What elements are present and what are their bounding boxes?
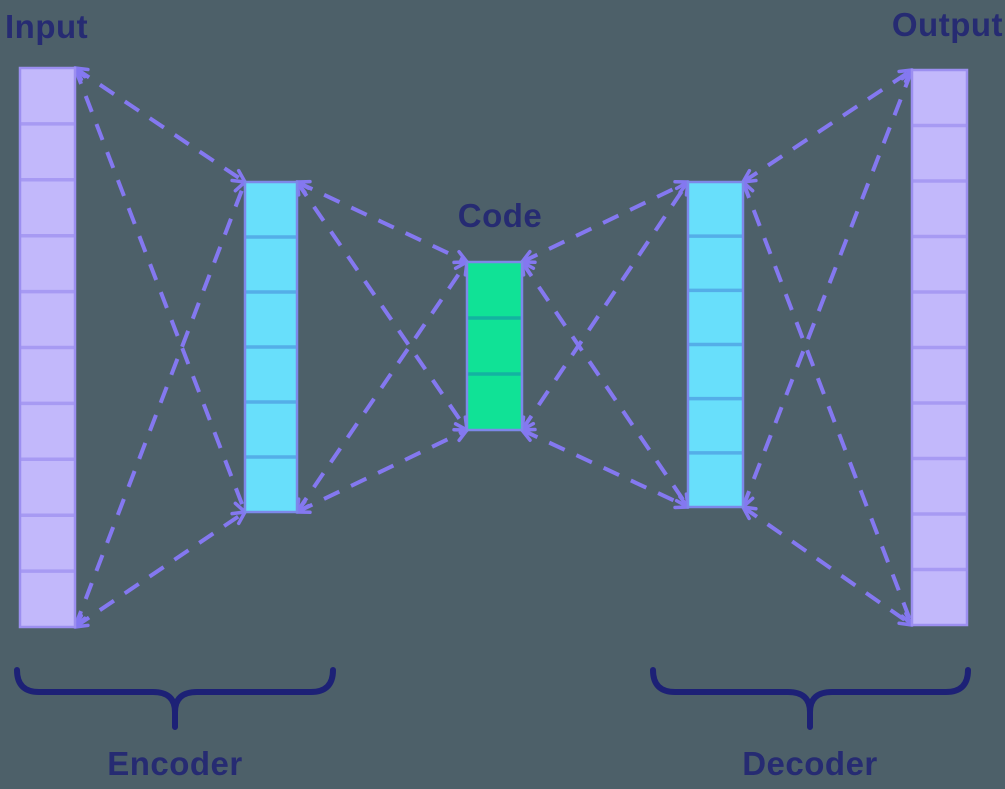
connection-arrow xyxy=(739,180,916,627)
arrowhead-icon xyxy=(452,249,469,265)
decoder-brace xyxy=(650,667,971,730)
layer-border xyxy=(686,180,745,509)
layer-border xyxy=(465,260,524,432)
code-layer xyxy=(465,260,524,432)
layer-border xyxy=(243,180,299,514)
connection-arrow xyxy=(73,66,247,184)
layer-border xyxy=(910,68,969,627)
layer-border xyxy=(18,66,77,629)
connection-arrow xyxy=(741,68,914,184)
connection-arrow xyxy=(71,180,249,629)
encoder-hidden-layer xyxy=(243,180,299,514)
connection-arrow xyxy=(295,427,469,515)
input-label: Input xyxy=(5,8,89,45)
braces-group xyxy=(14,667,971,730)
connection-arrow xyxy=(739,68,916,509)
connection-arrow xyxy=(741,505,914,627)
encoder-brace xyxy=(14,667,336,730)
layers-group xyxy=(18,66,969,629)
output-layer xyxy=(910,68,969,627)
decoder-hidden-layer xyxy=(686,180,745,509)
layer-body xyxy=(467,262,522,430)
decoder-label: Decoder xyxy=(742,745,878,782)
connection-arrow xyxy=(71,66,249,514)
connection-arrow xyxy=(73,510,247,629)
connection-arrow xyxy=(295,260,469,514)
encoder-label: Encoder xyxy=(107,745,243,782)
input-layer xyxy=(18,66,77,629)
output-label: Output xyxy=(891,6,1003,43)
code-label: Code xyxy=(457,197,543,234)
